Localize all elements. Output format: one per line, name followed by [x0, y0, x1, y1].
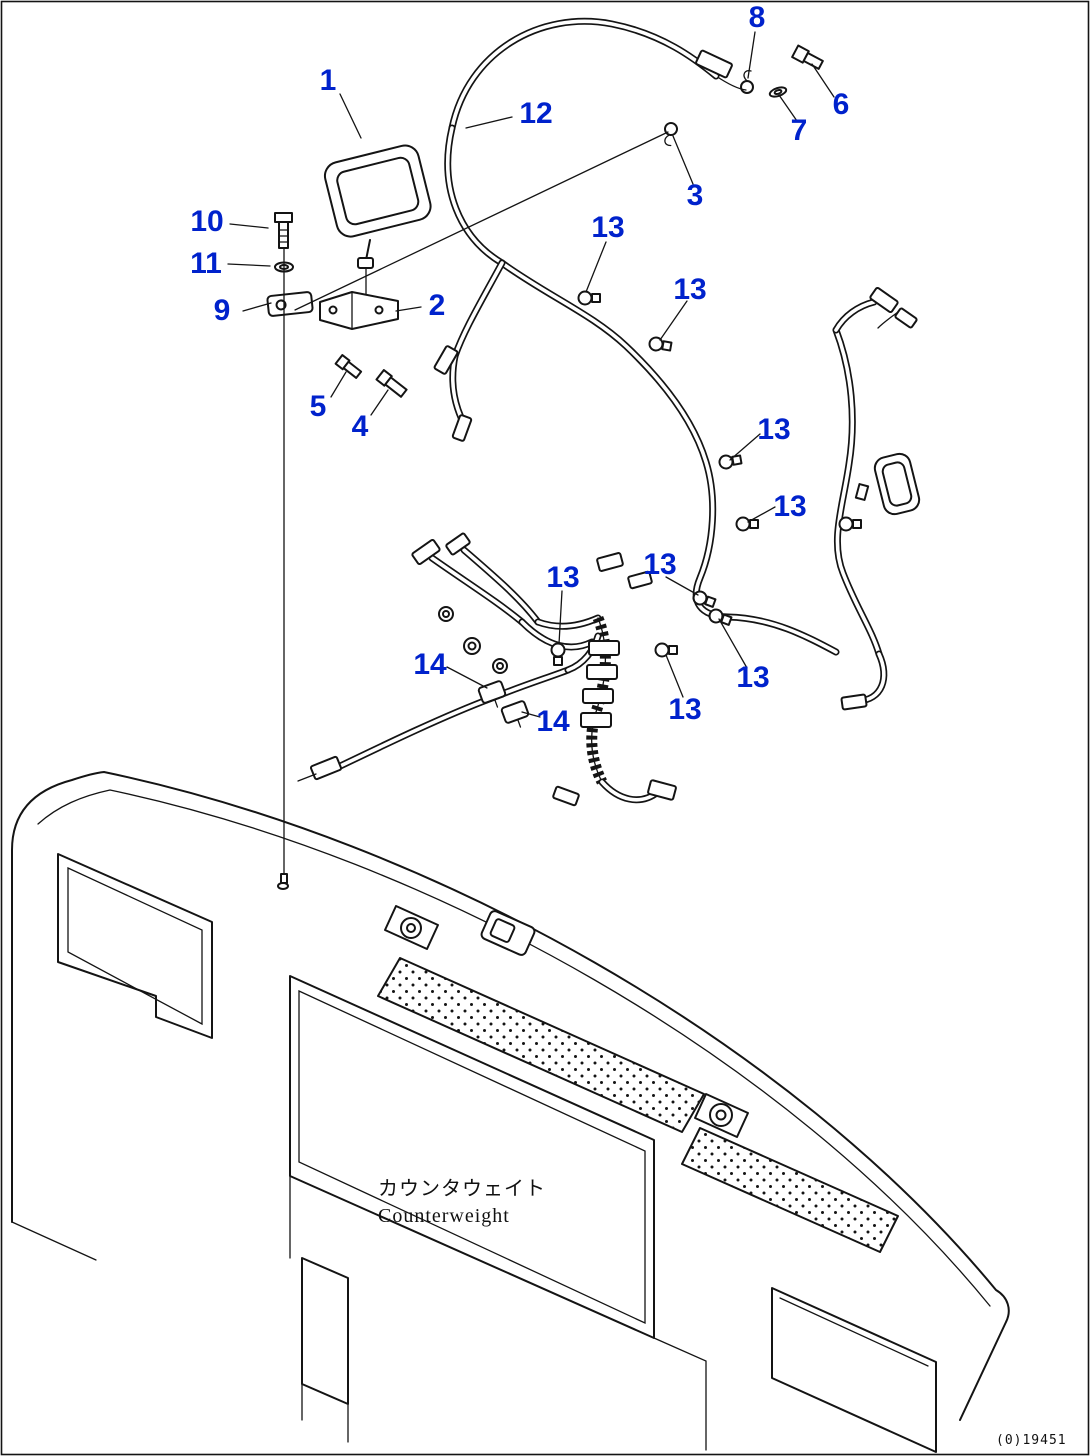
footer-code: (0)19451	[996, 1433, 1067, 1448]
callout-5-12: 5	[309, 390, 327, 423]
callout-2-10: 2	[428, 289, 446, 322]
callout-13-11: 13	[673, 273, 707, 306]
callout-14-18: 14	[413, 648, 447, 681]
callout-9-9: 9	[213, 294, 231, 327]
counterweight-label-en: Counterweight	[378, 1205, 510, 1227]
callout-4-13: 4	[351, 410, 369, 443]
callout-13-16: 13	[643, 548, 677, 581]
work-lamp-artwork	[266, 144, 432, 884]
callout-6-3: 6	[832, 88, 850, 121]
callout-14-21: 14	[536, 705, 570, 738]
counterweight-label-jp: カウンタウェイト	[378, 1178, 546, 1200]
top-fasteners-artwork	[664, 44, 824, 147]
callout-11-8: 11	[190, 247, 222, 280]
counterweight-label: カウンタウェイト Counterweight	[378, 1176, 546, 1230]
counterweight-artwork	[11, 771, 1010, 1453]
callout-13-19: 13	[736, 661, 770, 694]
callout-8-2: 8	[748, 1, 766, 34]
callout-1-0: 1	[319, 64, 337, 97]
callout-13-20: 13	[668, 693, 702, 726]
callout-13-15: 13	[773, 490, 807, 523]
callout-10-7: 10	[190, 205, 224, 238]
callout-13-6: 13	[591, 211, 625, 244]
callout-7-4: 7	[790, 114, 808, 147]
callout-3-5: 3	[686, 179, 704, 212]
leader-lines	[227, 31, 835, 718]
callout-12-1: 12	[519, 97, 553, 130]
harness-artwork	[297, 21, 921, 807]
callout-13-14: 13	[757, 413, 791, 446]
callout-13-17: 13	[546, 561, 580, 594]
